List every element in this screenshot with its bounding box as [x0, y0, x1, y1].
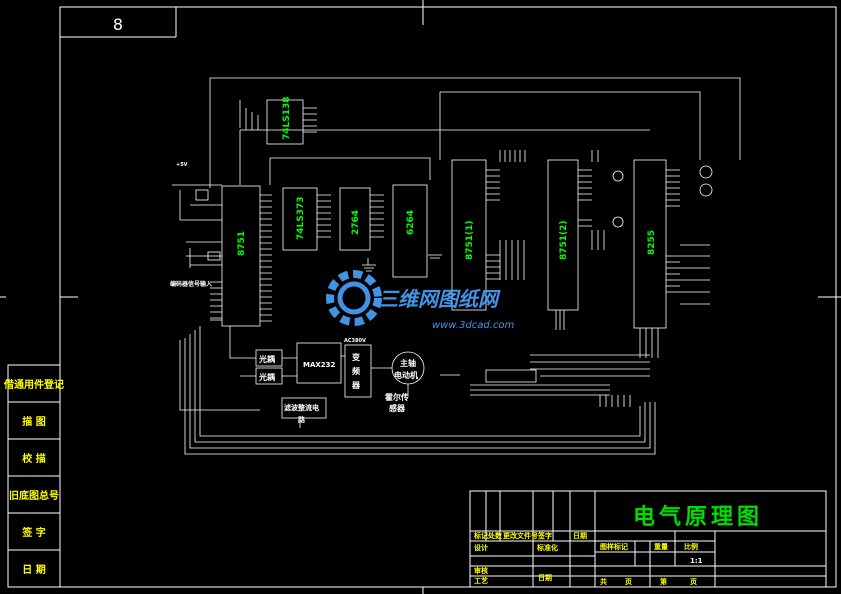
- watermark-brand: 三维网图纸网: [378, 287, 501, 311]
- label-motor-1: 主轴: [400, 358, 416, 368]
- side-row-1: 借通用件登记: [3, 378, 64, 391]
- label-inverter-1: 变: [352, 352, 360, 362]
- chip-2764: 2764: [351, 210, 361, 235]
- label-filter-1: 滤波整流电: [284, 403, 319, 412]
- tb-count: 处数: [487, 531, 503, 540]
- label-inverter-2: 频: [352, 366, 360, 376]
- tb-total: 共: [600, 577, 607, 586]
- tb-sign: 签字: [537, 531, 552, 540]
- label-hall-1: 霍尔传: [385, 392, 409, 402]
- tb-standard: 标准化: [536, 543, 558, 552]
- chip-main-mcu: 8751: [237, 231, 247, 256]
- schematic-wiring: [172, 77, 741, 455]
- tb-scale-label: 比例: [684, 542, 698, 551]
- tb-scale: 1:1: [690, 557, 703, 565]
- label-hall-2: 感器: [389, 403, 406, 413]
- tb-date-2: 日期: [538, 573, 552, 582]
- sheet-number: 8: [113, 15, 123, 34]
- side-panel: 借通用件登记 描 图 校 描 旧底图总号 签 字 日 期: [3, 364, 64, 588]
- tb-process: 工艺: [474, 576, 488, 585]
- title-block: [469, 490, 827, 588]
- label-optocoupler-2: 光耦: [258, 372, 275, 382]
- gear-icon: [326, 270, 382, 326]
- tb-nth: 第: [660, 577, 667, 586]
- tb-review: 审核: [474, 566, 488, 575]
- tb-weight: 重量: [654, 542, 668, 551]
- side-row-3: 校 描: [22, 452, 45, 465]
- tb-date: 日期: [573, 531, 587, 540]
- chip-74ls138: 74LS138: [282, 96, 292, 140]
- tb-page-1: 页: [625, 578, 632, 586]
- label-vcc: +5V: [176, 162, 188, 168]
- drawing-title: 电气原理图: [633, 504, 763, 530]
- watermark-url: www.3dcad.com: [432, 320, 515, 331]
- tb-drawing-mark: 图样标记: [600, 542, 628, 551]
- label-feedback: 编码器信号输入: [170, 280, 212, 288]
- block-labels: 光耦 光耦 MAX232 变 频 器 主轴 电动机 霍尔传 感器 滤波整流电 路…: [170, 162, 418, 424]
- label-ac: AC380V: [344, 338, 366, 344]
- label-inverter-3: 器: [351, 381, 361, 390]
- chip-labels: 8751 74LS138 74LS373 2764 6264 8751(1) 8…: [237, 96, 657, 260]
- tb-mark: 标记: [473, 531, 488, 540]
- chip-8751-2: 8751(2): [559, 220, 569, 260]
- label-motor-2: 电动机: [394, 370, 418, 380]
- chip-6264: 6264: [406, 210, 416, 235]
- watermark: 三维网图纸网 www.3dcad.com: [326, 270, 515, 331]
- label-max232: MAX232: [303, 361, 336, 369]
- side-row-4: 旧底图总号: [9, 489, 59, 502]
- chip-8255: 8255: [647, 230, 657, 255]
- side-row-2: 描 图: [22, 415, 45, 428]
- label-filter-2: 路: [298, 415, 306, 424]
- tb-design: 设计: [474, 543, 488, 552]
- tb-page-2: 页: [690, 578, 697, 586]
- side-row-5: 签 字: [21, 526, 45, 539]
- label-optocoupler-1: 光耦: [258, 354, 275, 364]
- chip-74ls373: 74LS373: [296, 196, 306, 240]
- chip-8751-1: 8751(1): [465, 220, 475, 260]
- side-row-6: 日 期: [22, 563, 45, 576]
- tb-change-doc: 更改文件号: [503, 531, 538, 540]
- title-block-text: 标记 处数 更改文件号 签字 日期 设计 标准化 审核 工艺 日期 图样标记 重…: [473, 531, 703, 586]
